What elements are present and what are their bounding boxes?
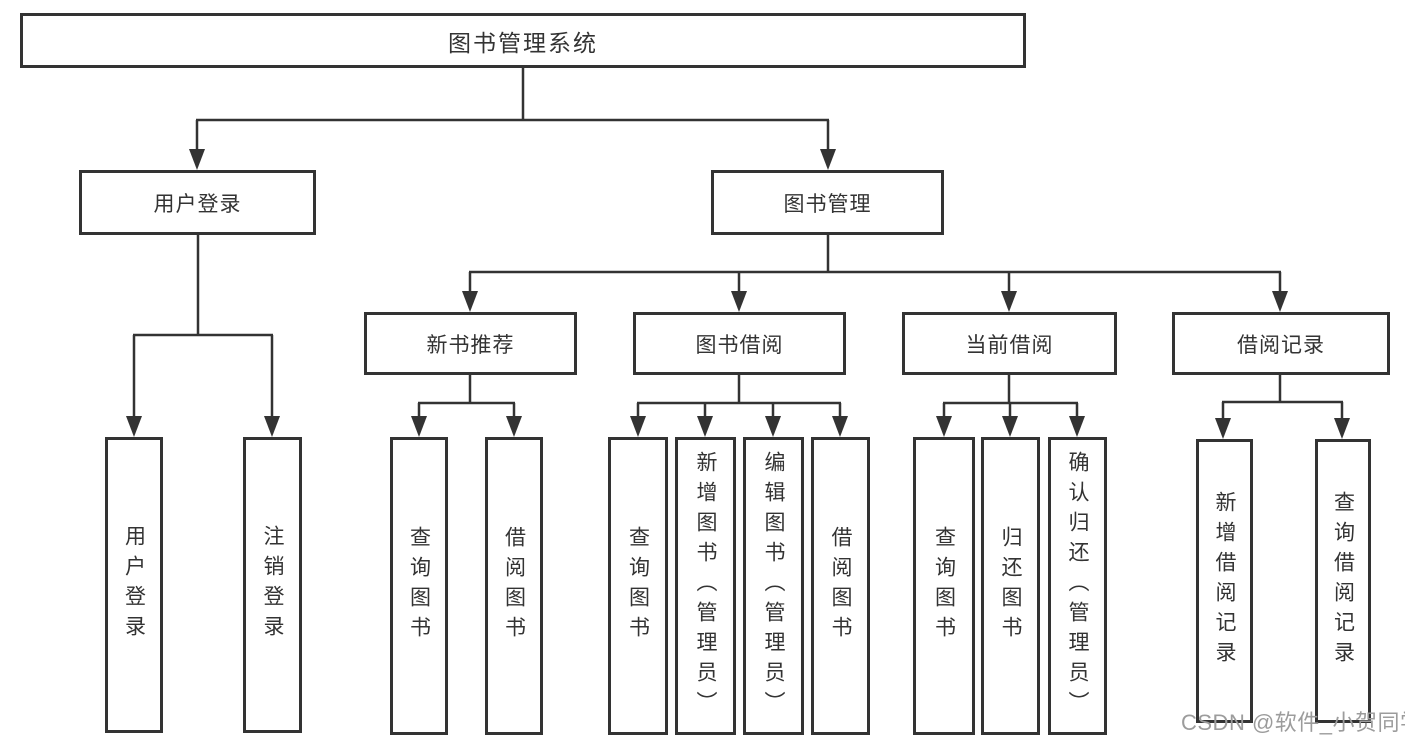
leaf-borrow-books: 借阅图书 [811,437,870,735]
arrow-down-icon [264,416,280,437]
arrow-down-icon [936,416,952,437]
node-label: 新增借阅记录 [1213,491,1236,671]
node-new-book-recommend: 新书推荐 [364,312,577,375]
arrow-down-icon [1334,418,1350,439]
node-label: 用户登录 [153,192,242,216]
leaf-edit-book-admin: 编辑图书（管理员） [743,437,804,735]
arrow-down-icon [506,416,522,437]
node-book-borrowing: 图书借阅 [633,312,846,375]
node-label: 查询图书 [932,526,956,646]
node-label: 编辑图书（管理员） [762,451,785,721]
node-label: 查询图书 [626,526,650,646]
arrow-down-icon [189,149,205,170]
leaf-query-books-borrowing: 查询图书 [608,437,668,735]
node-label: 图书借阅 [695,333,784,357]
arrow-down-icon [731,291,747,312]
watermark: CSDN @软件_小贺同学 [1181,710,1405,735]
arrow-down-icon [765,416,781,437]
arrow-down-icon [820,149,836,170]
node-library-system: 图书管理系统 [20,13,1026,68]
node-label: 借阅图书 [829,526,852,646]
leaf-add-borrow-record: 新增借阅记录 [1196,439,1253,723]
node-label: 用户登录 [122,525,146,645]
arrow-down-icon [630,416,646,437]
leaf-borrow-books-recommend: 借阅图书 [485,437,543,735]
node-label: 新书推荐 [426,333,515,357]
arrow-down-icon [832,416,848,437]
node-label: 归还图书 [999,526,1022,646]
leaf-add-book-admin: 新增图书（管理员） [675,437,736,735]
leaf-user-login: 用户登录 [105,437,163,733]
node-label: 图书管理系统 [448,29,598,56]
node-label: 注销登录 [261,525,284,645]
node-label: 新增图书（管理员） [694,451,717,721]
arrow-down-icon [1001,291,1017,312]
arrow-down-icon [697,416,713,437]
leaf-logout: 注销登录 [243,437,302,733]
node-label: 借阅记录 [1237,333,1325,357]
arrow-down-icon [126,416,142,437]
leaf-query-borrow-record: 查询借阅记录 [1315,439,1371,723]
node-book-management: 图书管理 [711,170,944,235]
node-label: 借阅图书 [502,526,526,646]
arrow-down-icon [1215,418,1231,439]
leaf-confirm-return-admin: 确认归还（管理员） [1048,437,1107,735]
node-label: 图书管理 [783,192,872,216]
leaf-query-books-current: 查询图书 [913,437,975,735]
arrow-down-icon [1002,416,1018,437]
leaf-query-books-recommend: 查询图书 [390,437,448,735]
node-label: 查询图书 [407,526,431,646]
node-label: 当前借阅 [965,333,1054,357]
arrow-down-icon [411,416,427,437]
node-label: 确认归还（管理员） [1066,451,1089,721]
node-label: 查询借阅记录 [1331,491,1355,671]
node-borrowing-records: 借阅记录 [1172,312,1390,375]
arrow-down-icon [1069,416,1085,437]
node-current-borrowing: 当前借阅 [902,312,1117,375]
arrow-down-icon [1272,291,1288,312]
leaf-return-books: 归还图书 [981,437,1040,735]
node-user-login: 用户登录 [79,170,316,235]
arrow-down-icon [462,291,478,312]
